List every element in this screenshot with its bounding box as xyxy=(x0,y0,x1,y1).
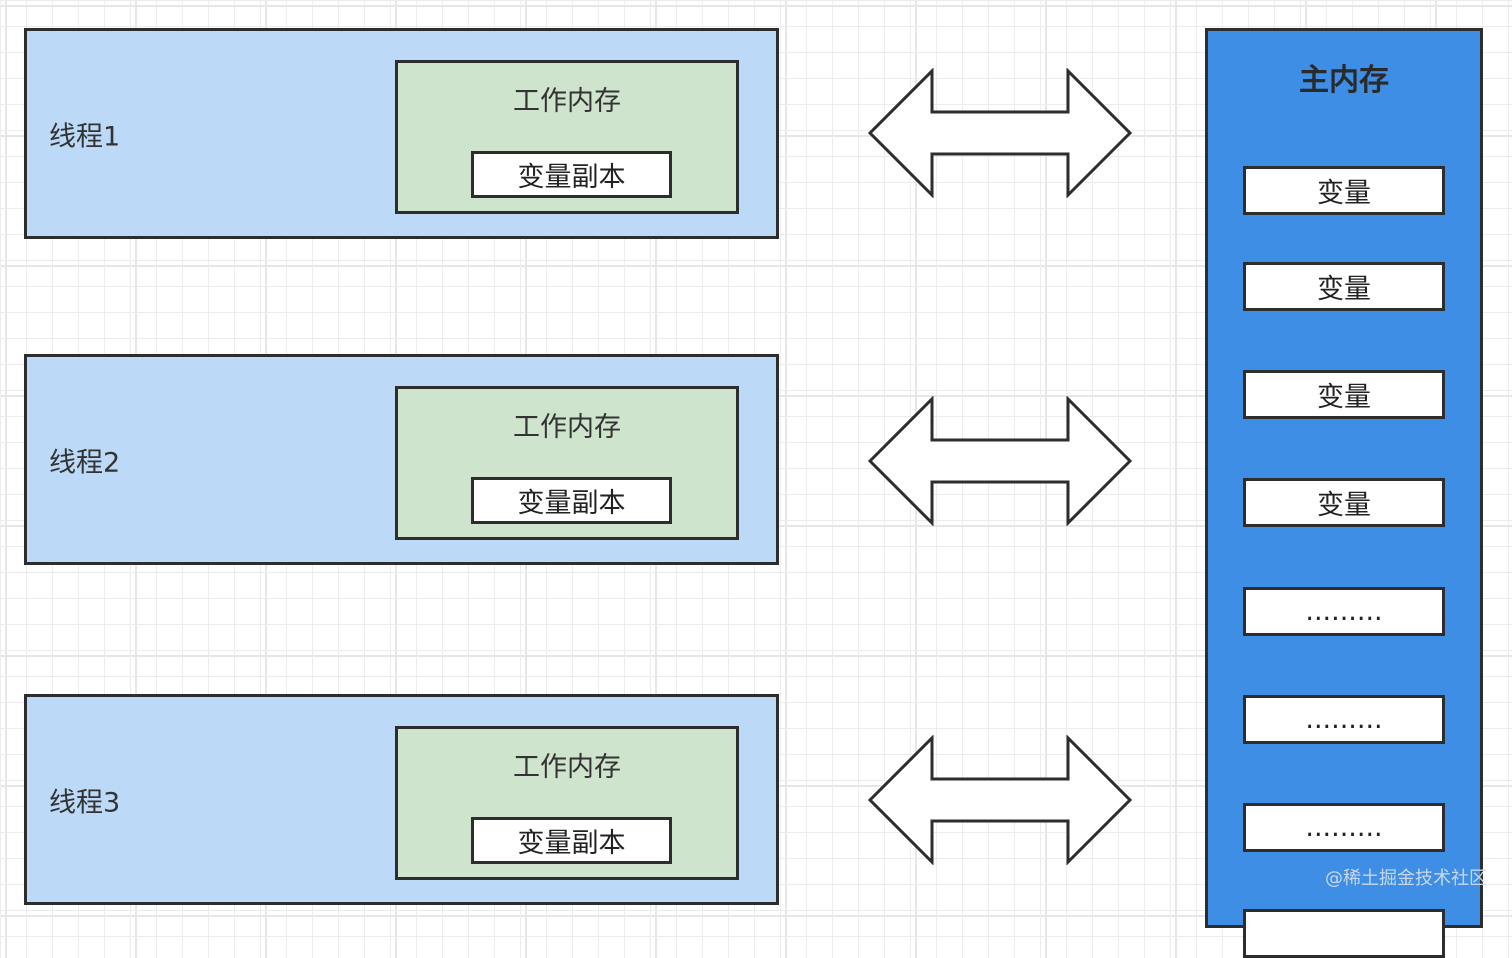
working-memory-box: 工作内存 变量副本 xyxy=(395,60,739,214)
main-memory-ellipsis-slot: ......... xyxy=(1243,587,1445,636)
main-memory-box: 主内存 变量 变量 变量 变量 ......... ......... ....… xyxy=(1205,28,1483,958)
main-memory-variable-slot: 变量 xyxy=(1243,166,1445,215)
variable-copy-box: 变量副本 xyxy=(471,477,672,524)
thread-3-box: 线程3 工作内存 变量副本 xyxy=(24,694,779,905)
main-memory-variable-slot: 变量 xyxy=(1243,262,1445,311)
main-memory-partial-slot xyxy=(1243,909,1445,958)
double-arrow-icon xyxy=(867,396,1133,526)
double-arrow-shape xyxy=(867,68,1133,198)
thread-2-box: 线程2 工作内存 变量副本 xyxy=(24,354,779,565)
thread-label: 线程3 xyxy=(49,787,121,818)
variable-copy-box: 变量副本 xyxy=(471,817,672,864)
main-memory-variable-slot: 变量 xyxy=(1243,370,1445,419)
double-arrow-shape xyxy=(867,735,1133,865)
main-memory-variable-slot: 变量 xyxy=(1243,478,1445,527)
thread-label: 线程2 xyxy=(49,447,121,478)
variable-copy-box: 变量副本 xyxy=(471,151,672,198)
main-memory-ellipsis-slot: ......... xyxy=(1243,803,1445,852)
working-memory-title: 工作内存 xyxy=(513,752,621,783)
working-memory-box: 工作内存 变量副本 xyxy=(395,726,739,880)
working-memory-box: 工作内存 变量副本 xyxy=(395,386,739,540)
thread-1-box: 线程1 工作内存 变量副本 xyxy=(24,28,779,239)
working-memory-title: 工作内存 xyxy=(513,412,621,443)
double-arrow-icon xyxy=(867,735,1133,865)
main-memory-ellipsis-slot: ......... xyxy=(1243,695,1445,744)
main-memory-title: 主内存 xyxy=(1299,63,1389,98)
watermark: @稀土掘金技术社区 xyxy=(1325,868,1487,889)
thread-label: 线程1 xyxy=(49,121,121,152)
double-arrow-shape xyxy=(867,396,1133,526)
working-memory-title: 工作内存 xyxy=(513,86,621,117)
double-arrow-icon xyxy=(867,68,1133,198)
